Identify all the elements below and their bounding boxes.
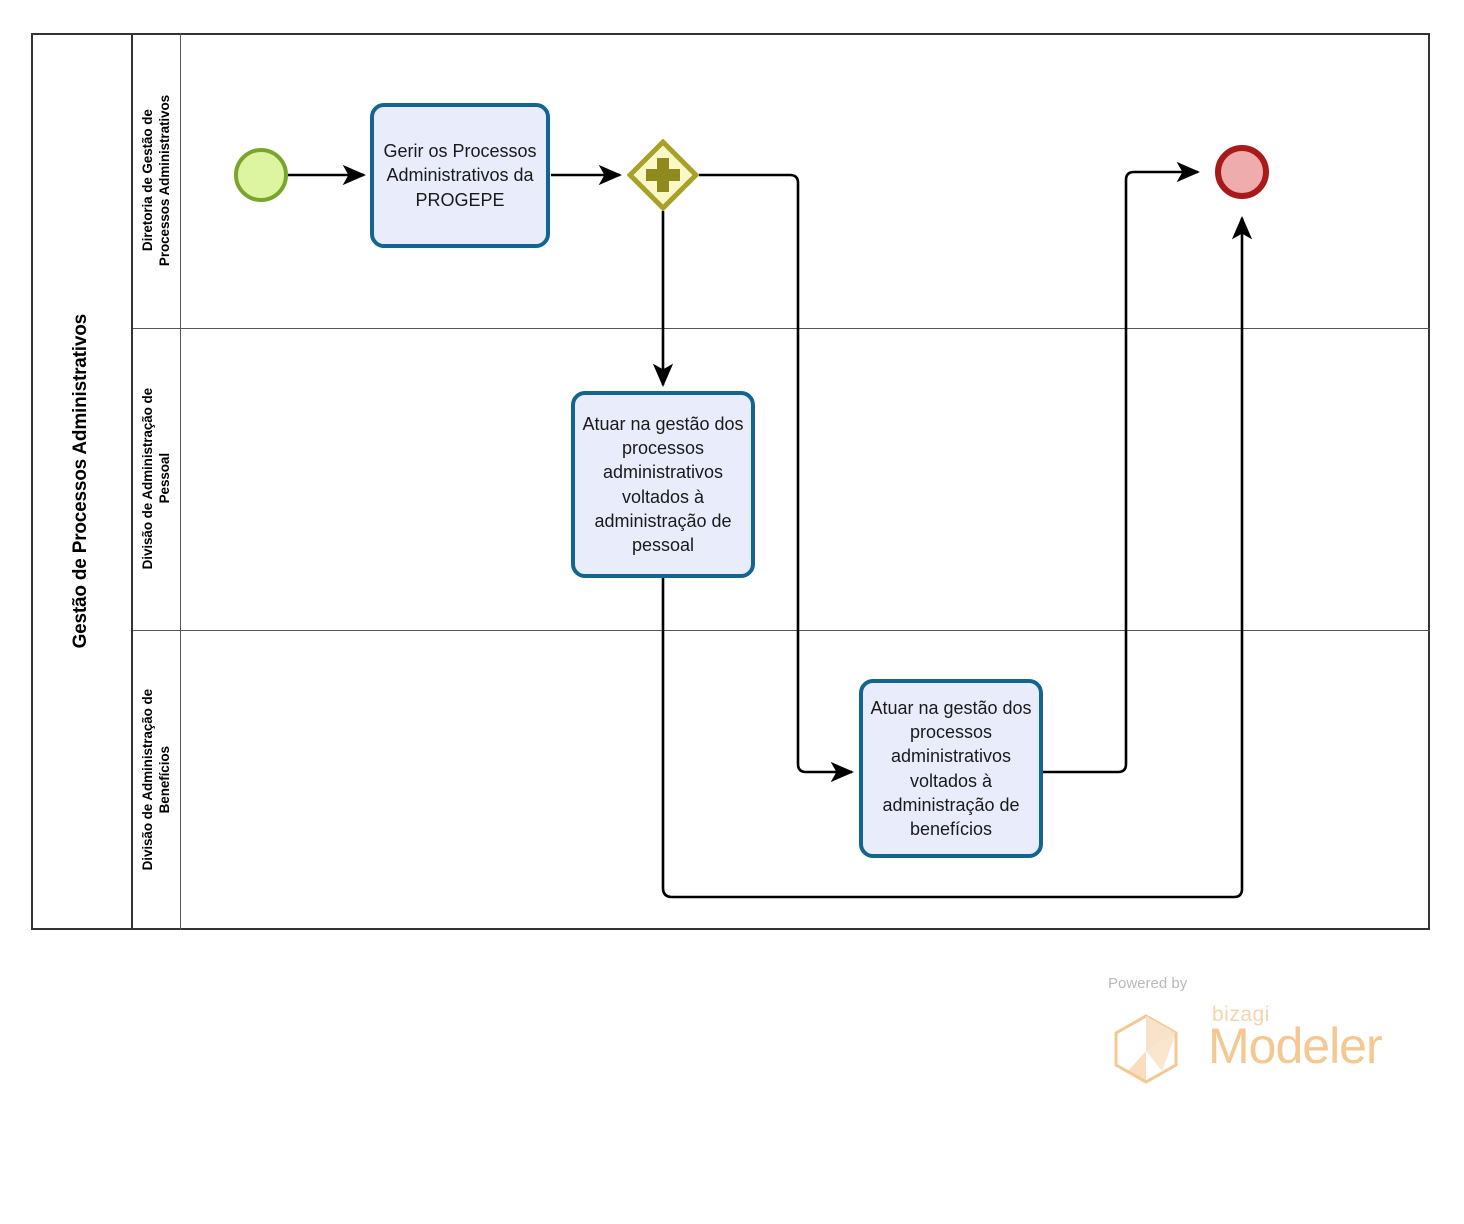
lane-header-beneficios: Divisão de Administração de Benefícios [133, 630, 181, 930]
plus-icon [646, 158, 680, 192]
lane-diretoria: Diretoria de Gestão de Processos Adminis… [133, 33, 1430, 328]
lane-beneficios: Divisão de Administração de Benefícios [133, 630, 1430, 930]
start-event[interactable] [234, 148, 288, 202]
powered-by-label: Powered by [1108, 975, 1188, 992]
pool-header: Gestão de Processos Administrativos [31, 33, 133, 930]
end-event[interactable] [1215, 145, 1269, 199]
bizagi-brand-label: bizagi [1212, 1003, 1270, 1026]
lane-header-diretoria: Diretoria de Gestão de Processos Adminis… [133, 33, 181, 328]
task-atuar-beneficios[interactable]: Atuar na gestão dos processos administra… [859, 679, 1043, 858]
task-gerir-processos[interactable]: Gerir os Processos Administrativos da PR… [370, 103, 550, 248]
bizagi-footer: Powered by bizagi Modeler [1100, 975, 1383, 1084]
pool-title: Gestão de Processos Administrativos [70, 314, 91, 649]
lane-divider-2 [133, 630, 1430, 631]
lane-label-beneficios: Divisão de Administração de Benefícios [139, 689, 172, 871]
lane-label-diretoria: Diretoria de Gestão de Processos Adminis… [139, 94, 172, 267]
lane-divider-1 [133, 328, 1430, 329]
parallel-gateway[interactable] [626, 138, 700, 212]
bizagi-hexagon-logo-icon [1114, 1014, 1178, 1084]
lane-pessoal: Divisão de Administração de Pessoal [133, 328, 1430, 630]
modeler-product-label: Modeler [1208, 1018, 1383, 1074]
lane-header-pessoal: Divisão de Administração de Pessoal [133, 328, 181, 630]
lane-label-pessoal: Divisão de Administração de Pessoal [139, 388, 172, 570]
task-atuar-pessoal[interactable]: Atuar na gestão dos processos administra… [571, 391, 755, 578]
